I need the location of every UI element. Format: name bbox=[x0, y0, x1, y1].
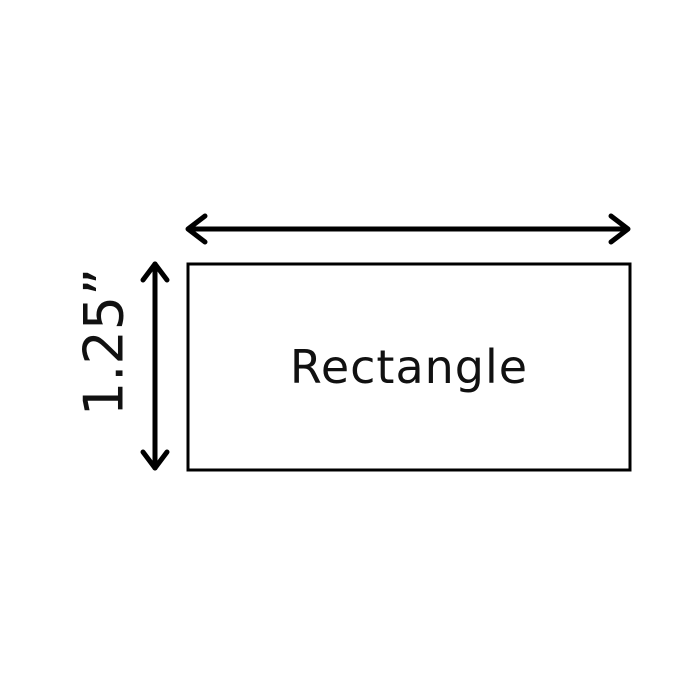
rectangle-shape bbox=[186, 262, 632, 472]
height-dimension-label: 1.25” bbox=[72, 267, 136, 417]
rectangle-label: Rectangle bbox=[289, 340, 529, 394]
width-arrow bbox=[185, 213, 631, 245]
height-arrow bbox=[140, 261, 170, 471]
